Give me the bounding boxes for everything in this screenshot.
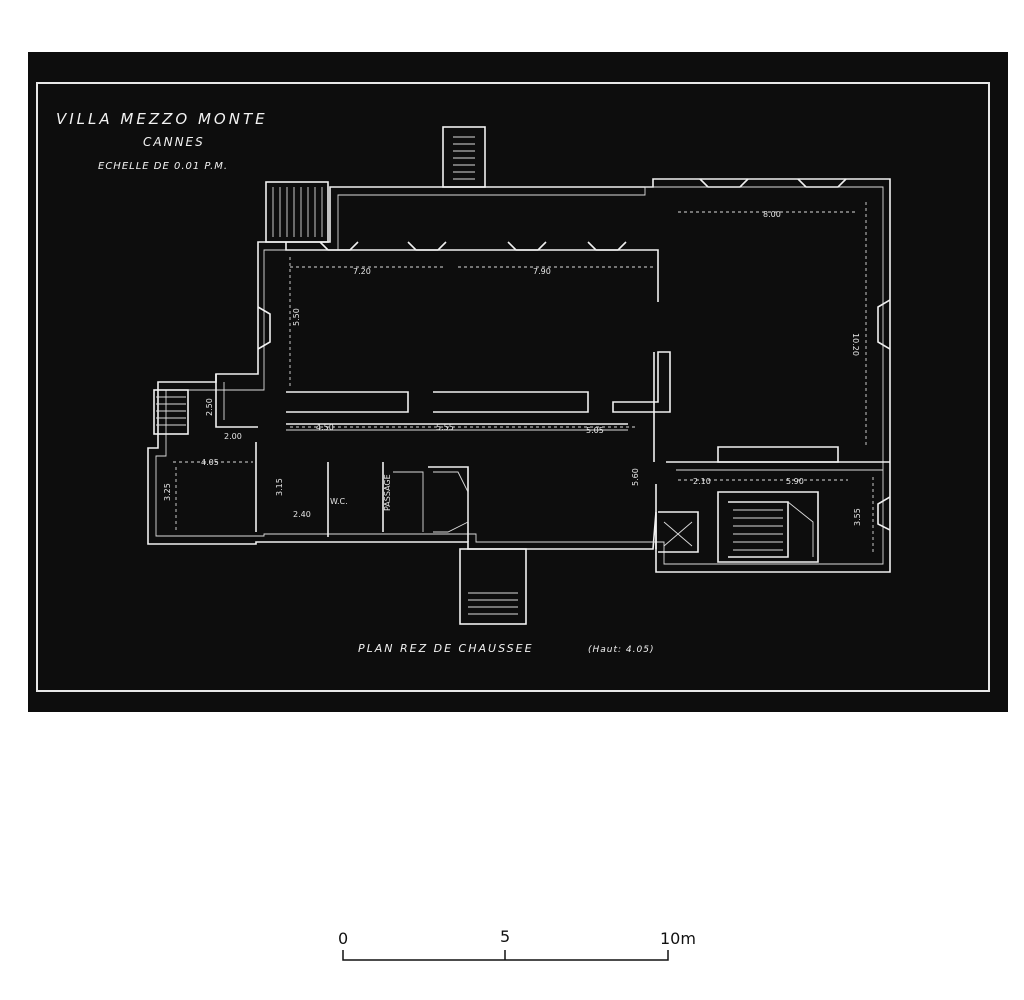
title-line-1: VILLA MEZZO MONTE [56,110,268,128]
blueprint-sheet: VILLA MEZZO MONTE CANNES ECHELLE DE 0.01… [28,52,1008,712]
interior-walls [255,242,890,563]
window-bays [257,178,891,531]
dim-5-50: 5.50 [292,308,301,326]
dim-4-50: 4.50 [316,423,334,432]
scale-note: ECHELLE DE 0.01 P.M. [98,161,228,172]
dim-2-10: 2.10 [693,477,711,486]
scale-label-10m: 10m [660,929,696,948]
floor-plan: VILLA MEZZO MONTE CANNES ECHELLE DE 0.01… [56,110,891,655]
dimension-lines [173,202,874,552]
dim-8-00: 8.00 [763,210,781,219]
dim-2-40: 2.40 [293,510,311,519]
room-label-wc: W.C. [330,497,348,506]
scale-label-5: 5 [500,927,510,946]
dim-5-90: 5.90 [786,477,804,486]
dim-7-20: 7.20 [353,267,371,276]
title-line-2: CANNES [143,135,205,149]
stairs [153,126,814,625]
dim-7-90: 7.90 [533,267,551,276]
scale-label-0: 0 [338,929,348,948]
dim-2-00: 2.00 [224,432,242,441]
dim-3-55: 3.55 [853,508,862,526]
blueprint-frame [36,82,990,692]
dim-5-55: 5.55 [436,423,454,432]
dim-5-60: 5.60 [631,468,640,486]
dim-3-15: 3.15 [275,478,284,496]
plan-caption: PLAN REZ DE CHAUSSEE [358,642,534,655]
dim-10-20: 10.20 [851,333,860,356]
dim-2-50: 2.50 [205,398,214,416]
scale-bar: 0 5 10m [338,927,696,961]
dim-4-05: 4.05 [201,458,219,467]
outer-walls [147,178,891,573]
room-label-passage: PASSAGE [383,474,392,511]
plan-height-note: (Haut: 4.05) [588,645,654,655]
dim-3-25: 3.25 [163,483,172,501]
dim-5-05: 5.05 [586,426,604,435]
